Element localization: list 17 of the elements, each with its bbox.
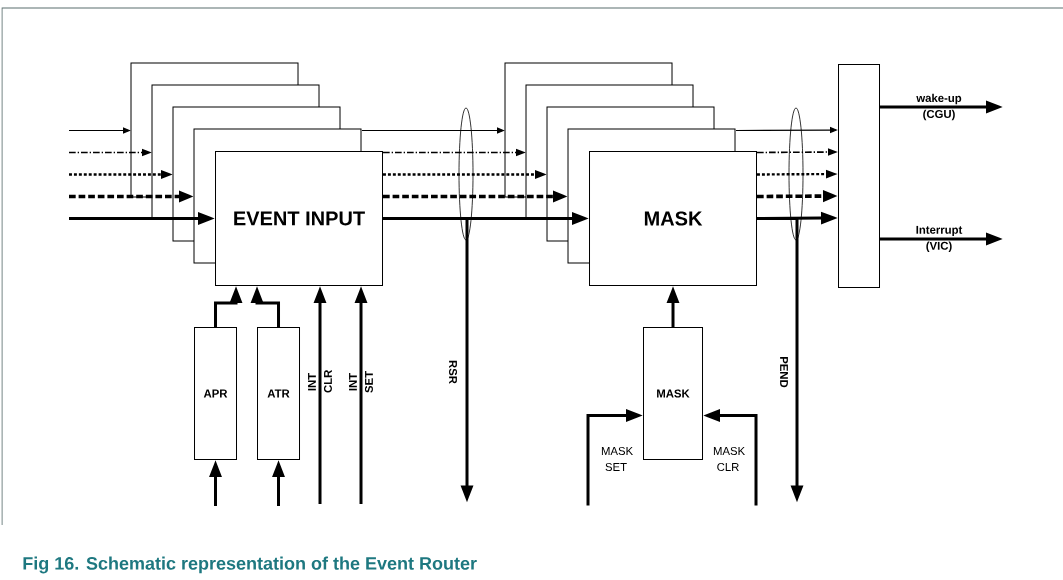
signal-label: INT CLR bbox=[308, 369, 332, 393]
figure-caption: Fig 16. Schematic representation of the Event Router bbox=[23, 556, 477, 574]
signal-label: MASK CLR bbox=[713, 447, 745, 471]
signal-label: wake-up (CGU) bbox=[916, 93, 962, 121]
output-bar bbox=[838, 64, 880, 288]
signal-label: RSR bbox=[449, 360, 457, 384]
signal-label: INT SET bbox=[349, 371, 373, 393]
node-label: EVENT INPUT bbox=[234, 211, 365, 226]
signal-label: PEND bbox=[780, 357, 788, 388]
box-stack: EVENT INPUT bbox=[130, 62, 383, 286]
register-box: ATR bbox=[257, 327, 300, 460]
box-stack: MASK bbox=[504, 62, 757, 286]
signal-label: Interrupt (VIC) bbox=[916, 225, 963, 253]
node-label: MASK bbox=[644, 211, 703, 226]
register-box: MASK bbox=[643, 327, 703, 460]
signal-label: MASK SET bbox=[601, 447, 633, 471]
register-box: APR bbox=[194, 327, 237, 460]
